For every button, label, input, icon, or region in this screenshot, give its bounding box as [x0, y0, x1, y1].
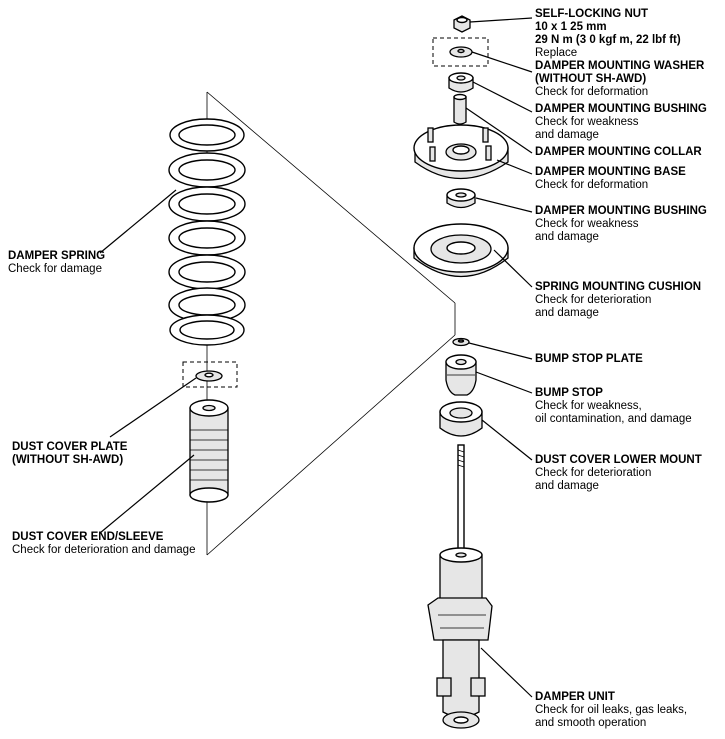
label-note: Check for deterioration and damage	[12, 544, 196, 556]
label-title: DAMPER UNIT	[535, 691, 615, 703]
damper-mounting-bushing-lower	[446, 188, 476, 209]
label-title: DAMPER SPRING	[8, 250, 106, 262]
label-damper-mounting-bushing-upper: DAMPER MOUNTING BUSHING Check for weakne…	[535, 103, 707, 142]
label-title: DAMPER MOUNTING WASHER	[535, 60, 705, 72]
label-note: Check for damage	[8, 263, 102, 275]
label-note: Check for weakness	[535, 116, 639, 128]
label-note: Check for deterioration	[535, 294, 652, 306]
label-damper-spring: DAMPER SPRING Check for damage	[8, 250, 105, 276]
label-damper-mounting-washer: DAMPER MOUNTING WASHER (WITHOUT SH-AWD) …	[535, 60, 704, 99]
label-spec: 29 N m (3 0 kgf m, 22 lbf ft)	[535, 34, 681, 46]
label-note: oil contamination, and damage	[535, 413, 692, 425]
label-damper-mounting-collar: DAMPER MOUNTING COLLAR	[535, 146, 702, 159]
damper-mounting-base	[413, 124, 509, 180]
damper-mounting-bushing-upper	[448, 72, 474, 93]
label-dust-cover-end-sleeve: DUST COVER END/SLEEVE Check for deterior…	[12, 531, 195, 557]
label-spring-mounting-cushion: SPRING MOUNTING CUSHION Check for deteri…	[535, 281, 701, 320]
label-note: and damage	[535, 307, 599, 319]
label-note: Check for deformation	[535, 179, 649, 191]
label-bump-stop: BUMP STOP Check for weakness, oil contam…	[535, 387, 692, 426]
label-note: Check for oil leaks, gas leaks,	[535, 704, 688, 716]
label-title: DAMPER MOUNTING BASE	[535, 166, 686, 178]
label-damper-mounting-bushing-lower: DAMPER MOUNTING BUSHING Check for weakne…	[535, 205, 707, 244]
label-title: DUST COVER LOWER MOUNT	[535, 454, 702, 466]
label-dust-cover-plate: DUST COVER PLATE (WITHOUT SH-AWD)	[12, 441, 127, 467]
label-note: and damage	[535, 129, 599, 141]
label-damper-unit: DAMPER UNIT Check for oil leaks, gas lea…	[535, 691, 687, 730]
label-damper-mounting-base: DAMPER MOUNTING BASE Check for deformati…	[535, 166, 686, 192]
self-locking-nut	[453, 15, 471, 33]
label-title: SPRING MOUNTING CUSHION	[535, 281, 702, 293]
label-note: Replace	[535, 47, 578, 59]
bump-stop-plate	[452, 337, 470, 347]
label-title: BUMP STOP PLATE	[535, 353, 643, 365]
bump-stop	[445, 354, 477, 396]
label-bump-stop-plate: BUMP STOP PLATE	[535, 353, 643, 366]
label-dust-cover-lower-mount: DUST COVER LOWER MOUNT Check for deterio…	[535, 454, 702, 493]
damper-spring	[168, 118, 246, 346]
label-title: DAMPER MOUNTING COLLAR	[535, 146, 702, 158]
label-self-locking-nut: SELF-LOCKING NUT 10 x 1 25 mm 29 N m (3 …	[535, 8, 681, 60]
label-spec: 10 x 1 25 mm	[535, 21, 607, 33]
label-title: SELF-LOCKING NUT	[535, 8, 649, 20]
label-note: and damage	[535, 480, 599, 492]
damper-unit	[427, 444, 493, 729]
label-title: (WITHOUT SH-AWD)	[535, 73, 647, 85]
label-title: DUST COVER END/SLEEVE	[12, 531, 164, 543]
label-note: Check for weakness	[535, 218, 639, 230]
dust-cover-plate	[195, 370, 223, 382]
label-title: DAMPER MOUNTING BUSHING	[535, 205, 707, 217]
label-note: Check for weakness,	[535, 400, 642, 412]
label-note: Check for deterioration	[535, 467, 652, 479]
dust-cover-sleeve	[189, 399, 229, 503]
label-title: DAMPER MOUNTING BUSHING	[535, 103, 707, 115]
label-title: BUMP STOP	[535, 387, 603, 399]
label-note: and damage	[535, 231, 599, 243]
label-title: DUST COVER PLATE	[12, 441, 128, 453]
leader-lines	[99, 17, 533, 698]
damper-mounting-collar	[453, 93, 467, 125]
dust-cover-lower-mount	[439, 401, 483, 437]
dust-cover-plate-optional-box	[182, 361, 238, 388]
label-note: Check for deformation	[535, 86, 649, 98]
label-title: (WITHOUT SH-AWD)	[12, 454, 124, 466]
damper-mounting-washer	[449, 46, 473, 58]
spring-mounting-cushion	[413, 223, 509, 277]
label-note: and smooth operation	[535, 717, 647, 729]
